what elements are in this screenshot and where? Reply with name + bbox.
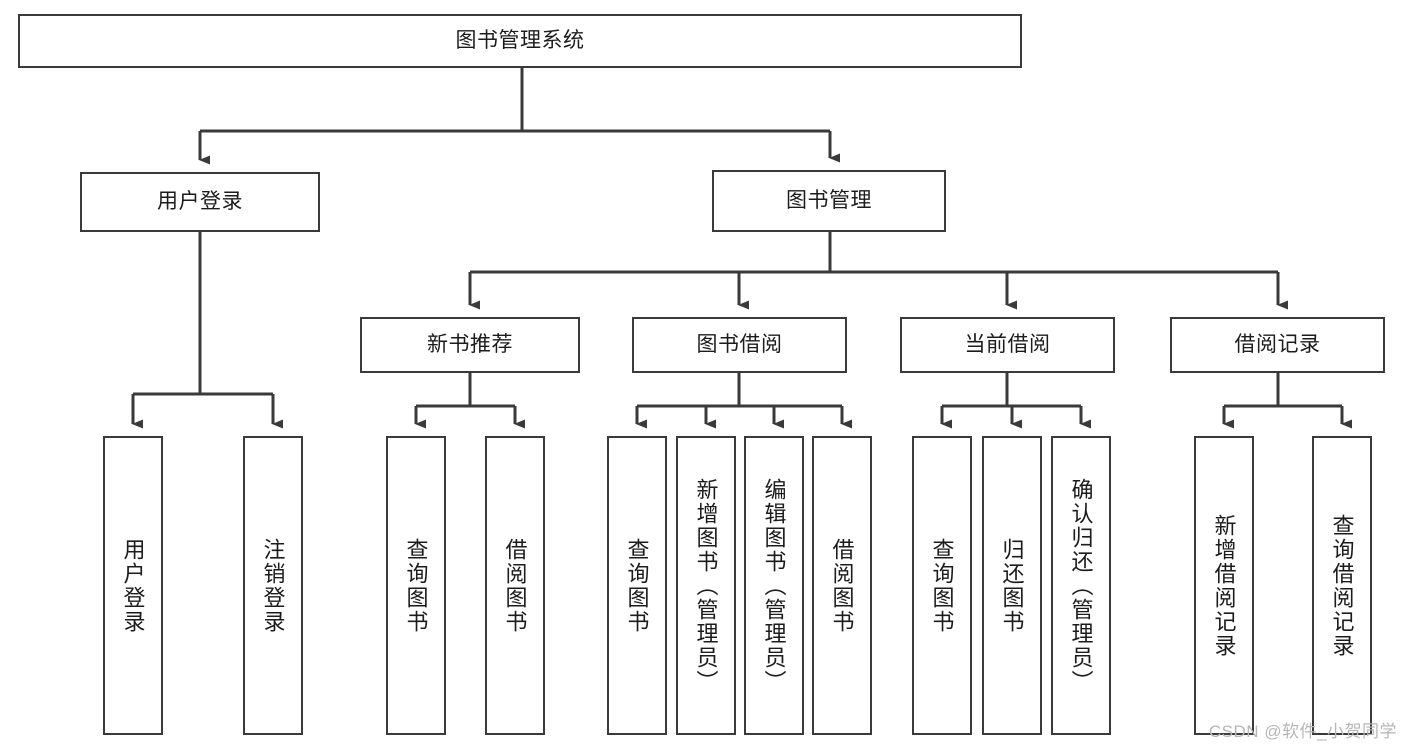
leaf-add-book-admin[interactable]: 新增图书（管理员）: [676, 436, 736, 735]
node-borrow-record[interactable]: 借阅记录: [1170, 317, 1385, 373]
leaf-add-book-admin-label: 新增图书（管理员）: [693, 477, 719, 694]
leaf-borrow-book-label: 借阅图书: [829, 537, 855, 634]
node-root[interactable]: 图书管理系统: [18, 14, 1022, 68]
node-book-borrow[interactable]: 图书借阅: [632, 317, 847, 373]
leaf-borrow-book-recommend-label: 借阅图书: [502, 537, 528, 634]
node-book-borrow-label: 图书借阅: [696, 332, 783, 356]
leaf-edit-book-admin-label: 编辑图书（管理员）: [761, 477, 787, 694]
leaf-query-borrow-record[interactable]: 查询借阅记录: [1312, 436, 1372, 735]
node-current-borrow[interactable]: 当前借阅: [900, 317, 1115, 373]
leaf-user-logout-label: 注销登录: [260, 537, 286, 634]
node-book-management[interactable]: 图书管理: [712, 170, 946, 232]
leaf-query-book-recommend-label: 查询图书: [403, 537, 429, 634]
node-new-book-recommend[interactable]: 新书推荐: [360, 317, 580, 373]
leaf-query-book-current-label: 查询图书: [929, 537, 955, 634]
leaf-add-borrow-record[interactable]: 新增借阅记录: [1194, 436, 1254, 735]
leaf-user-login[interactable]: 用户登录: [103, 436, 163, 735]
node-borrow-record-label: 借阅记录: [1234, 332, 1321, 356]
node-user-login[interactable]: 用户登录: [80, 172, 320, 232]
leaf-query-book-borrow[interactable]: 查询图书: [607, 436, 667, 735]
leaf-user-login-label: 用户登录: [120, 537, 146, 634]
leaf-return-book[interactable]: 归还图书: [982, 436, 1042, 735]
leaf-user-logout[interactable]: 注销登录: [243, 436, 303, 735]
leaf-query-book-borrow-label: 查询图书: [624, 537, 650, 634]
leaf-add-borrow-record-label: 新增借阅记录: [1211, 513, 1237, 658]
node-root-label: 图书管理系统: [455, 28, 585, 52]
node-new-book-recommend-label: 新书推荐: [427, 332, 513, 356]
leaf-confirm-return-admin[interactable]: 确认归还（管理员）: [1051, 436, 1111, 735]
csdn-watermark: CSDN @软件_小贺同学: [1208, 722, 1397, 741]
leaf-borrow-book-recommend[interactable]: 借阅图书: [485, 436, 545, 735]
leaf-query-book-current[interactable]: 查询图书: [912, 436, 972, 735]
node-book-management-label: 图书管理: [786, 188, 872, 212]
leaf-query-borrow-record-label: 查询借阅记录: [1329, 513, 1355, 658]
leaf-confirm-return-admin-label: 确认归还（管理员）: [1068, 477, 1094, 694]
leaf-borrow-book[interactable]: 借阅图书: [812, 436, 872, 735]
leaf-query-book-recommend[interactable]: 查询图书: [386, 436, 446, 735]
node-current-borrow-label: 当前借阅: [964, 332, 1051, 356]
leaf-return-book-label: 归还图书: [999, 537, 1025, 634]
node-user-login-label: 用户登录: [157, 189, 243, 213]
leaf-edit-book-admin[interactable]: 编辑图书（管理员）: [744, 436, 804, 735]
